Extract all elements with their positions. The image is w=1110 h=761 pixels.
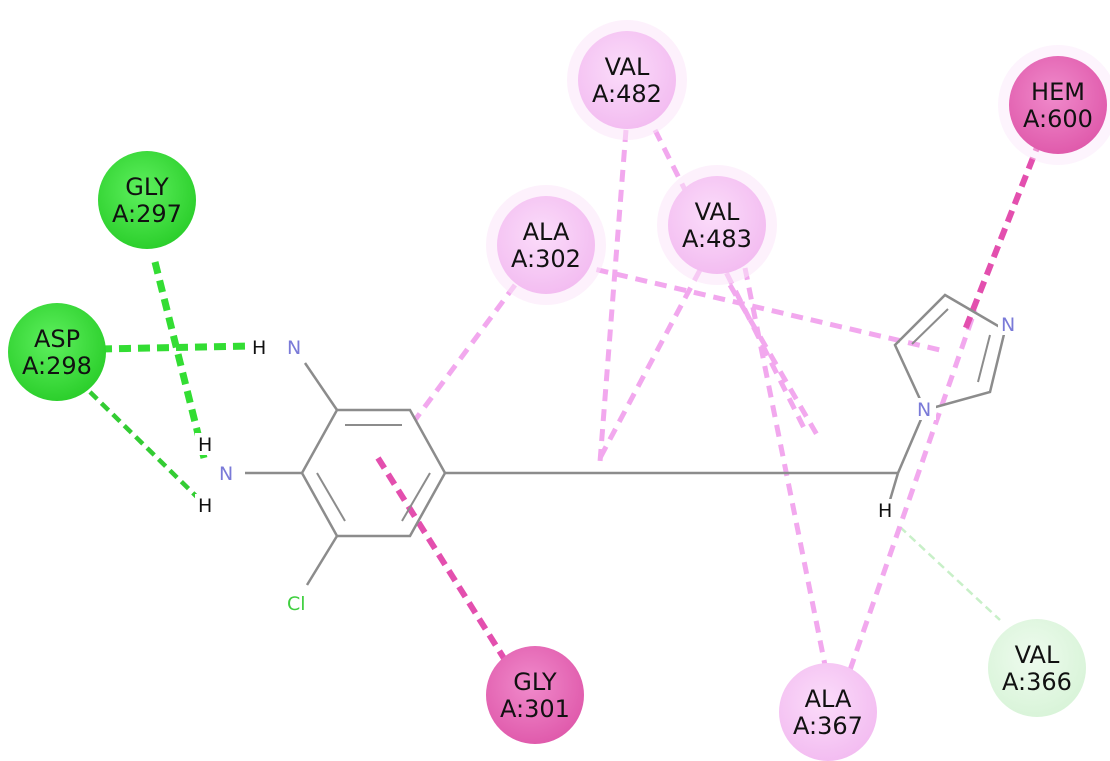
benzene-ring (300, 408, 447, 538)
atom-n-imidazole-top: N (1001, 314, 1015, 336)
residue-name: VAL (1015, 641, 1060, 669)
atom-h-amine-mid: H (198, 434, 212, 456)
residue-val483: VAL A:483 (657, 165, 777, 285)
residue-id: A:600 (1023, 105, 1093, 133)
residue-name: HEM (1031, 78, 1085, 106)
residue-name: GLY (125, 173, 169, 201)
atom-cl: Cl (287, 593, 306, 615)
residue-val482: VAL A:482 (567, 20, 687, 140)
alkyl-ala302 (412, 283, 518, 422)
residue-name: ALA (523, 218, 570, 246)
atom-h-amine-top: H (252, 337, 266, 359)
residue-gly297: GLY A:297 (98, 151, 196, 249)
ligand (245, 293, 1007, 586)
hbond-gly297-h (151, 261, 209, 463)
atom-h-amine-bottom: H (198, 495, 212, 517)
alkyl-val483-c (727, 283, 823, 442)
residue-id: A:297 (112, 200, 182, 228)
pialkyl-gly301 (375, 456, 508, 662)
atom-n-amine-mid: N (219, 463, 233, 485)
residue-ala302: ALA A:302 (486, 185, 606, 305)
residue-name: VAL (605, 53, 650, 81)
atom-h-ch: H (878, 500, 892, 522)
alkyl-ala367 (847, 309, 978, 671)
atom-n-amine-top: N (287, 337, 301, 359)
hbond-asp298-h-top (99, 342, 251, 353)
residue-name: GLY (513, 668, 557, 696)
hbond-asp298-h-bottom (88, 390, 200, 500)
pialkyl-hem600 (962, 138, 1043, 332)
residue-id: A:298 (22, 352, 92, 380)
residue-gly301: GLY A:301 (486, 646, 584, 744)
alkyl-val483-a (597, 268, 703, 460)
residue-asp298: ASP A:298 (8, 303, 106, 401)
residue-id: A:302 (511, 245, 581, 273)
chbond-val366 (899, 526, 1001, 621)
imidazole-ring (893, 293, 1007, 412)
atom-n-imidazole-bottom: N (917, 399, 931, 421)
atom-labels: H N H N H Cl N N H (195, 313, 1020, 615)
residue-id: A:301 (500, 695, 570, 723)
residue-hem600: HEM A:600 (998, 45, 1110, 165)
residue-id: A:366 (1002, 668, 1072, 696)
residue-name: ASP (34, 325, 80, 353)
residue-name: VAL (695, 198, 740, 226)
residue-ala367: ALA A:367 (779, 663, 877, 761)
residue-val366: VAL A:366 (988, 619, 1086, 717)
alkyl-ala302-ring (576, 262, 941, 353)
residue-id: A:482 (592, 80, 662, 108)
alkyl-val482-a (597, 129, 629, 463)
residue-id: A:483 (682, 225, 752, 253)
residue-name: ALA (805, 685, 852, 713)
residue-id: A:367 (793, 712, 863, 740)
